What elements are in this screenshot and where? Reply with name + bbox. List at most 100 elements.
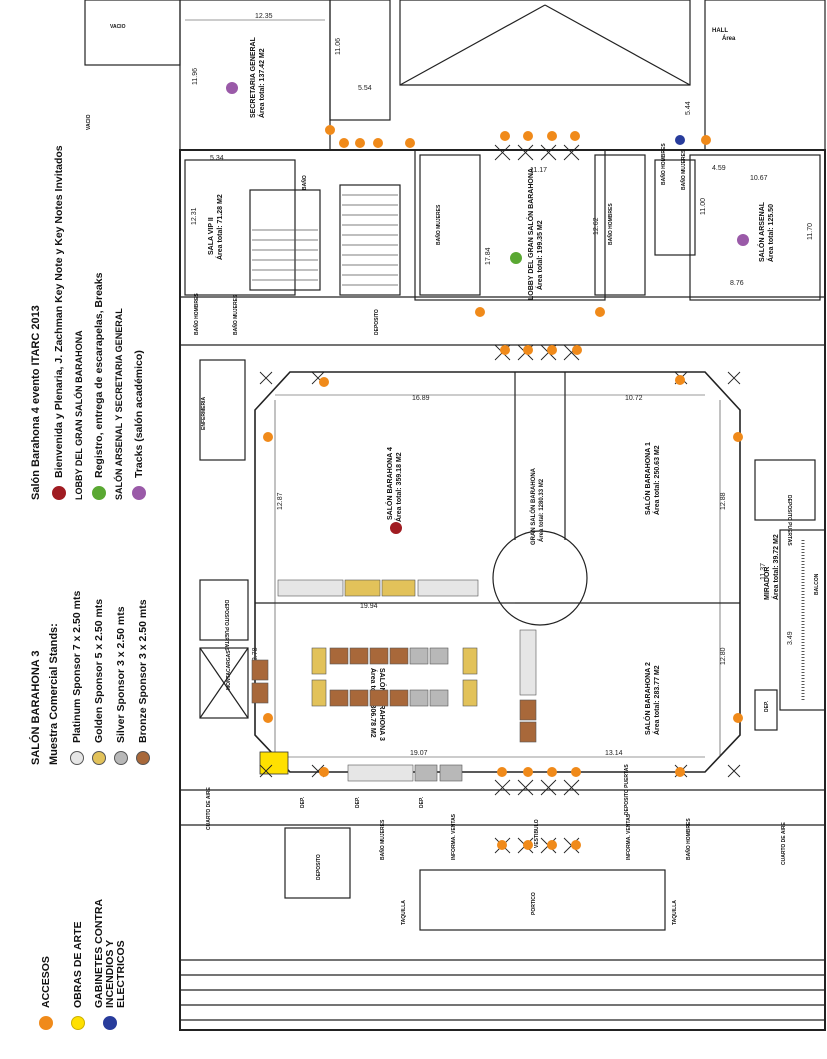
stand-bronze-v2 <box>519 721 537 743</box>
label-cuarto-aire-2: CUARTO DE AIRE <box>781 822 787 865</box>
stairs-block <box>249 189 321 291</box>
dim-876: 8.76 <box>730 280 744 287</box>
bano-hombres-block <box>594 154 646 296</box>
access-icon <box>39 1016 53 1030</box>
stand-platinum-3 <box>519 629 537 696</box>
access-dot <box>523 767 533 777</box>
tracks-dot-secretaria <box>226 82 238 94</box>
label-bano-hombres-top: BAÑO HOMBRES <box>660 143 667 185</box>
stand-golden-c4 <box>462 679 478 707</box>
label-vacio-2: VACIO <box>86 114 92 130</box>
legend-event-plenaria: Bienvenida y Plenaria, J. Zachman Key No… <box>48 145 70 500</box>
dim-1106: 11.06 <box>335 38 342 55</box>
arsenal-room <box>689 154 821 301</box>
stand-golden-1 <box>344 579 381 597</box>
room-vip-area: Área total: 71.28 M2 <box>215 194 224 260</box>
legend-event: Salón Barahona 4 evento ITARC 2013 Bienv… <box>30 145 150 500</box>
dim-1231: 12.31 <box>191 207 198 225</box>
room-mirador-area: Área total: 39.72 M2 <box>771 534 780 600</box>
dim-349: 3.49 <box>787 631 794 645</box>
platinum-icon <box>70 751 84 765</box>
portico <box>419 869 666 931</box>
building-outline <box>179 149 826 1031</box>
access-dot <box>733 432 743 442</box>
legend-stand-platinum: Platinum Sponsor 7 x 2.50 mts <box>66 591 88 765</box>
deposito-bottom <box>284 827 351 899</box>
label-deposito-puertas-3: DEPOSITO PUERTAS <box>624 764 630 815</box>
stand-bronze-v1 <box>519 699 537 721</box>
room-mirador-name: MIRADOR <box>764 567 771 600</box>
roof-line-1 <box>399 4 546 86</box>
access-dot <box>595 307 605 317</box>
legend-stand-label: Golden Sponsor 5 x 2.50 mts <box>93 598 105 743</box>
access-dot <box>500 345 510 355</box>
registro-dot-lobby <box>510 252 522 264</box>
cabinet-icon <box>103 1016 117 1030</box>
legend-stands: SALÓN BARAHONA 3 Muestra Comercial Stand… <box>30 591 154 765</box>
legend-event-arsenal: SALÓN ARSENAL Y SECRETARIA GENERAL <box>114 308 124 500</box>
dim-554: 5.54 <box>358 85 372 92</box>
legend-symbol-label: OBRAS DE ARTE <box>72 921 84 1008</box>
label-bano-mujeres: BAÑO MUJERES <box>435 204 442 245</box>
label-dep-1: DEP. <box>300 796 306 808</box>
dim-1994: 19.94 <box>360 603 378 610</box>
legend-stands-title: Muestra Comercial Stands: <box>48 623 60 765</box>
registro-icon <box>92 486 106 500</box>
stand-bronze-c3 <box>369 647 389 665</box>
legend-symbol-gabinete: GABINETES CONTRA INCENDIOS Y ELECTRICOS <box>93 878 127 1030</box>
access-dot <box>339 138 349 148</box>
dim-1196: 11.96 <box>192 68 199 85</box>
access-dot <box>547 345 557 355</box>
dim-1067: 10.67 <box>750 175 768 182</box>
access-dot <box>571 767 581 777</box>
room-barahona4-name: SALÓN BARAHONA 4 <box>385 447 394 520</box>
room-arsenal-name: SALÓN ARSENAL <box>757 201 766 262</box>
label-deposito-1: DEPOSITO <box>374 309 380 335</box>
access-dot <box>523 131 533 141</box>
hall-box <box>704 0 826 151</box>
top-roof <box>399 0 691 86</box>
legend: ACCESOS OBRAS DE ARTE GABINETES CONTRA I… <box>30 0 180 1030</box>
access-dot <box>571 840 581 850</box>
access-dot <box>325 125 335 135</box>
art-work-marker <box>259 751 289 775</box>
label-hall: HALL <box>712 28 728 34</box>
stand-bronze-c6 <box>349 689 369 707</box>
access-dot <box>475 307 485 317</box>
room-barahona2-name: SALÓN BARAHONA 2 <box>643 662 652 735</box>
access-dot <box>733 713 743 723</box>
access-dot <box>570 131 580 141</box>
access-dot <box>263 713 273 723</box>
vacio-box <box>84 0 181 66</box>
stairs-block-2 <box>339 184 401 296</box>
stand-bronze-c1 <box>329 647 349 665</box>
label-taquilla-2: TAQUILLA <box>672 900 678 925</box>
room-lobby-name: LOBBY DEL GRAN SALÓN BARAHONA <box>526 168 535 300</box>
dim-1072: 10.72 <box>625 395 643 402</box>
stair-treads <box>252 194 805 700</box>
room-gran-area: Área total: 1280.33 M2 <box>538 478 545 542</box>
access-dot <box>319 377 329 387</box>
balcon-box <box>779 529 826 711</box>
dim-1784: 17.84 <box>485 247 492 265</box>
label-bano-hombres-2: BAÑO HOMBRES <box>685 818 692 860</box>
room-barahona2-area: Área total: 283.77 M2 <box>652 665 661 735</box>
top-corridor <box>329 0 391 121</box>
stand-silver-c4 <box>429 689 449 707</box>
gabinete-dot <box>675 135 685 145</box>
legend-symbol-art: OBRAS DE ARTE <box>62 878 94 1030</box>
legend-event-tracks: Tracks (salón académico) <box>128 145 150 500</box>
stand-silver-1 <box>414 764 438 782</box>
plenaria-icon <box>52 486 66 500</box>
roof-line-2 <box>544 4 691 86</box>
label-enfermeria: ENFERMERIA <box>201 397 207 430</box>
dim-1287: 12.87 <box>277 492 284 510</box>
bano-top-block <box>654 159 696 256</box>
stand-bronze-c7 <box>369 689 389 707</box>
stand-silver-c3 <box>409 689 429 707</box>
label-dep-4: DEP. <box>764 700 770 712</box>
stand-silver-c2 <box>429 647 449 665</box>
room-secretaria-name: SECRETARIA GENERAL <box>250 36 257 118</box>
label-bano-hombres: BAÑO HOMBRES <box>607 203 614 245</box>
